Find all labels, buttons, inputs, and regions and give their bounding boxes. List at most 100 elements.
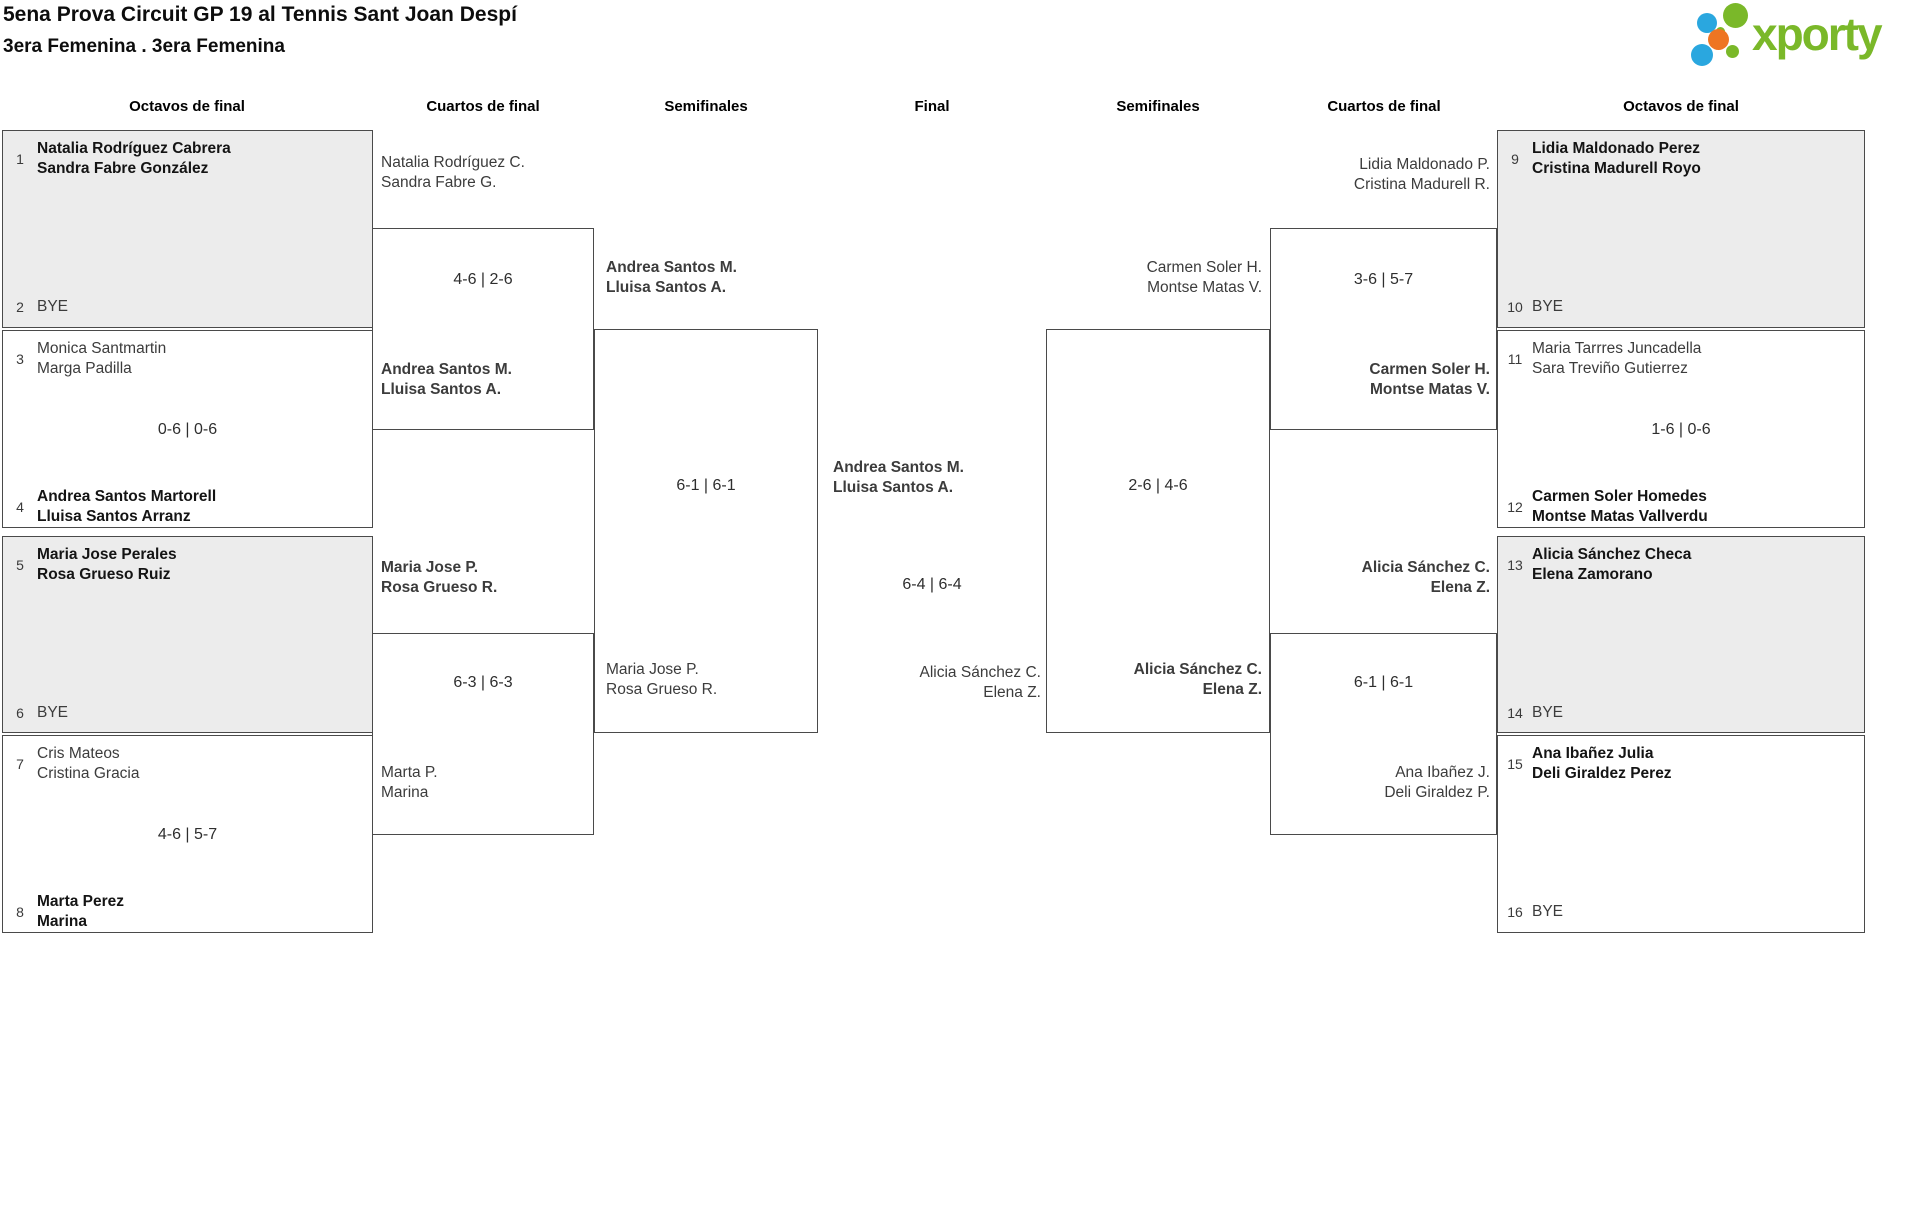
xporty-logo[interactable]: xporty — [1688, 3, 1918, 79]
round-header-semis-left: Semifinales — [664, 98, 748, 115]
player-name: Lidia Maldonado Perez — [1532, 140, 1700, 157]
qf-connector-left-top — [372, 228, 594, 430]
seed-number: 11 — [1507, 351, 1523, 367]
qf-connector-right-top — [1270, 228, 1497, 430]
player-name: Rosa Grueso Ruiz — [37, 566, 171, 583]
player-name: Alicia Sánchez C. — [1361, 559, 1490, 576]
player-name: Andrea Santos M. — [606, 259, 737, 276]
qf-team-top: Lidia Maldonado P. Cristina Madurell R. — [1285, 155, 1490, 195]
player-name: Lluisa Santos A. — [381, 381, 502, 398]
team-row: 3 Monica Santmartin Marga Padilla — [7, 339, 368, 379]
player-name: Montse Matas Vallverdu — [1532, 508, 1708, 525]
sf-team-top: Andrea Santos M. Lluisa Santos A. — [606, 258, 811, 298]
seed-number: 6 — [16, 705, 24, 721]
team-names: Marta Perez Marina — [33, 892, 124, 932]
qf-team-bottom: Ana Ibañez J. Deli Giraldez P. — [1285, 763, 1490, 803]
team-names: BYE — [33, 297, 68, 317]
team-names: Maria Tarrres Juncadella Sara Treviño Gu… — [1528, 339, 1701, 379]
r16-match-box-7: 13 Alicia Sánchez Checa Elena Zamorano 1… — [1497, 536, 1865, 733]
final-score: 6-4 | 6-4 — [902, 576, 962, 593]
r16-match-box-5: 9 Lidia Maldonado Perez Cristina Madurel… — [1497, 130, 1865, 328]
qf-team-bottom: Marta P. Marina — [381, 763, 586, 803]
logo-dot-orange-icon — [1708, 29, 1729, 50]
team-row: 7 Cris Mateos Cristina Gracia — [7, 744, 368, 784]
team-row: 5 Maria Jose Perales Rosa Grueso Ruiz — [7, 545, 368, 585]
team-row: 16 BYE — [1502, 892, 1860, 932]
player-name: Sandra Fabre G. — [381, 174, 497, 191]
player-name: Alicia Sánchez Checa — [1532, 546, 1692, 563]
qf-team-bottom: Carmen Soler H. Montse Matas V. — [1285, 360, 1490, 400]
final-team-top: Andrea Santos M. Lluisa Santos A. — [833, 458, 1038, 498]
sf-team-bottom: Alicia Sánchez C. Elena Z. — [1057, 660, 1262, 700]
player-name: Andrea Santos M. — [381, 361, 512, 378]
player-name: BYE — [1532, 704, 1564, 721]
seed-number: 1 — [16, 151, 24, 167]
player-name: Ana Ibañez Julia — [1532, 745, 1654, 762]
team-names: BYE — [1528, 703, 1563, 723]
final-team-bottom: Alicia Sánchez C. Elena Z. — [836, 663, 1041, 703]
player-name: Monica Santmartin — [37, 340, 167, 357]
team-row: 2 BYE — [7, 287, 368, 327]
team-names: Alicia Sánchez Checa Elena Zamorano — [1528, 545, 1691, 585]
seed-number: 14 — [1507, 705, 1523, 721]
seed-number: 7 — [16, 756, 24, 772]
qf-team-top: Natalia Rodríguez C. Sandra Fabre G. — [381, 153, 586, 193]
seed-number: 15 — [1507, 756, 1523, 772]
seed-number: 3 — [16, 351, 24, 367]
page-subtitle: 3era Femenina . 3era Femenina — [3, 36, 285, 57]
team-names: Lidia Maldonado Perez Cristina Madurell … — [1528, 139, 1701, 179]
qf-score: 6-3 | 6-3 — [453, 674, 513, 691]
team-names: BYE — [1528, 902, 1563, 922]
team-row: 13 Alicia Sánchez Checa Elena Zamorano — [1502, 545, 1860, 585]
qf-connector-left-bottom — [372, 633, 594, 835]
player-name: Cristina Madurell Royo — [1532, 160, 1701, 177]
sf-connector-left — [594, 329, 818, 733]
player-name: Alicia Sánchez C. — [919, 664, 1041, 681]
player-name: Deli Giraldez P. — [1384, 784, 1490, 801]
player-name: Montse Matas V. — [1147, 279, 1262, 296]
player-name: BYE — [37, 704, 69, 721]
round-header-octavos-right: Octavos de final — [1623, 98, 1739, 115]
seed-number: 2 — [16, 299, 24, 315]
player-name: Cristina Gracia — [37, 765, 140, 782]
sf-connector-right — [1046, 329, 1270, 733]
player-name: BYE — [1532, 903, 1564, 920]
player-name: Natalia Rodríguez C. — [381, 154, 525, 171]
team-row: 1 Natalia Rodríguez Cabrera Sandra Fabre… — [7, 139, 368, 179]
r16-match-box-3: 5 Maria Jose Perales Rosa Grueso Ruiz 6 … — [2, 536, 373, 733]
match-score: 4-6 | 5-7 — [157, 826, 218, 843]
player-name: Carmen Soler H. — [1146, 259, 1262, 276]
player-name: Carmen Soler H. — [1369, 361, 1490, 378]
r16-match-box-8: 15 Ana Ibañez Julia Deli Giraldez Perez … — [1497, 735, 1865, 933]
team-names: Cris Mateos Cristina Gracia — [33, 744, 140, 784]
round-header-octavos-left: Octavos de final — [129, 98, 245, 115]
player-name: Sara Treviño Gutierrez — [1532, 360, 1688, 377]
team-names: Maria Jose Perales Rosa Grueso Ruiz — [33, 545, 177, 585]
player-name: Lluisa Santos A. — [833, 479, 954, 496]
player-name: Alicia Sánchez C. — [1133, 661, 1262, 678]
sf-team-bottom: Maria Jose P. Rosa Grueso R. — [606, 660, 811, 700]
player-name: Andrea Santos M. — [833, 459, 964, 476]
team-names: Andrea Santos Martorell Lluisa Santos Ar… — [33, 487, 216, 527]
seed-number: 13 — [1507, 557, 1523, 573]
player-name: Lluisa Santos A. — [606, 279, 727, 296]
team-row: 15 Ana Ibañez Julia Deli Giraldez Perez — [1502, 744, 1860, 784]
logo-dot-blue-small-icon — [1697, 13, 1717, 33]
qf-score: 3-6 | 5-7 — [1353, 271, 1414, 288]
seed-number: 8 — [16, 904, 24, 920]
round-header-semis-right: Semifinales — [1116, 98, 1200, 115]
qf-team-top: Maria Jose P. Rosa Grueso R. — [381, 558, 586, 598]
seed-number: 16 — [1507, 904, 1523, 920]
team-names: BYE — [33, 703, 68, 723]
team-names: Monica Santmartin Marga Padilla — [33, 339, 166, 379]
team-row: 8 Marta Perez Marina — [7, 892, 368, 932]
r16-match-box-6: 11 Maria Tarrres Juncadella Sara Treviño… — [1497, 330, 1865, 528]
player-name: BYE — [37, 298, 69, 315]
team-row: 9 Lidia Maldonado Perez Cristina Madurel… — [1502, 139, 1860, 179]
player-name: Rosa Grueso R. — [606, 681, 718, 698]
team-names: BYE — [1528, 297, 1563, 317]
player-name: Maria Jose P. — [606, 661, 699, 678]
seed-number: 10 — [1507, 299, 1523, 315]
r16-match-box-2: 3 Monica Santmartin Marga Padilla 0-6 | … — [2, 330, 373, 528]
